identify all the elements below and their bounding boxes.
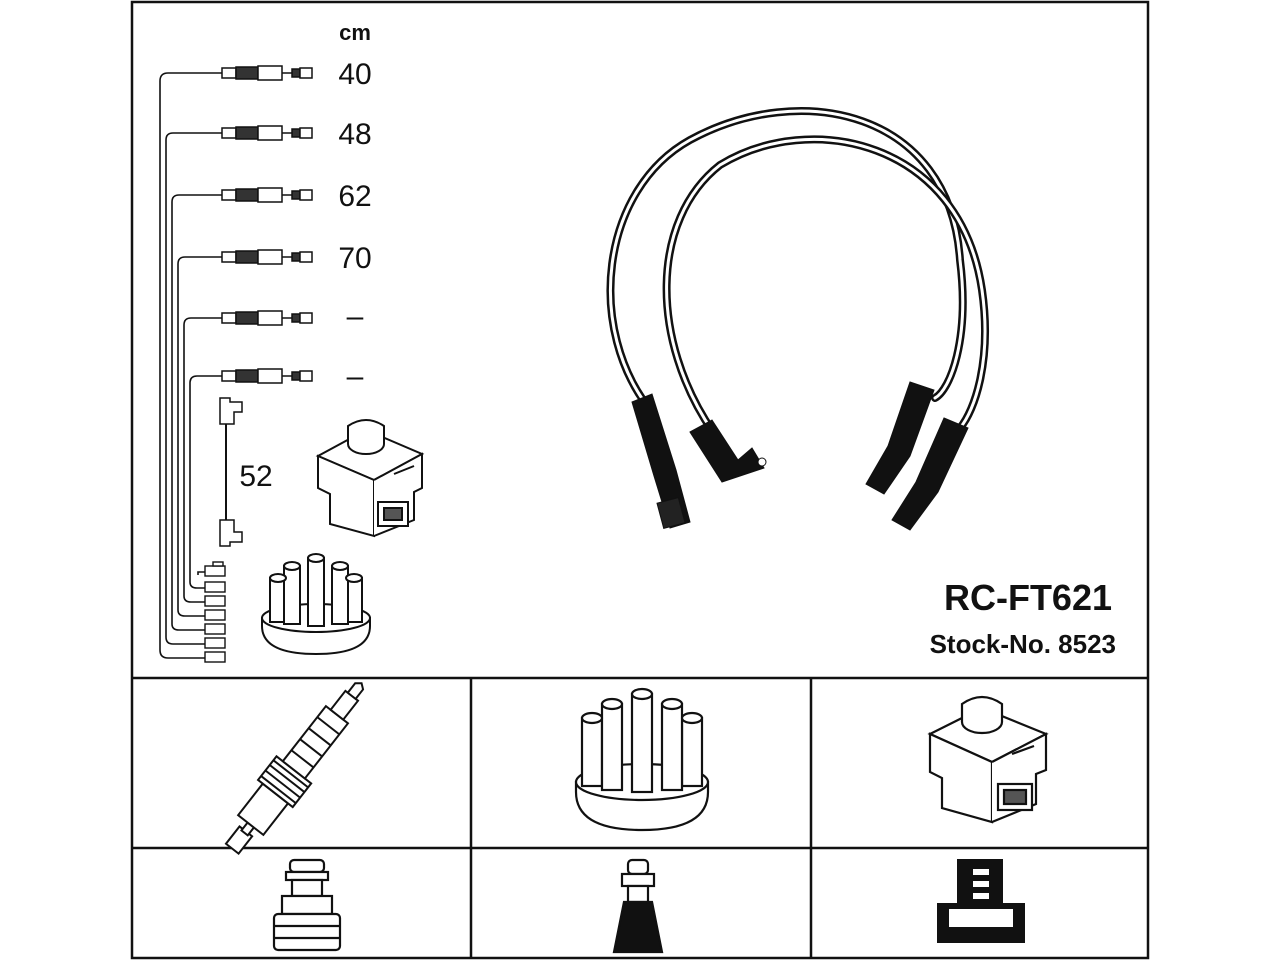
ignition-cable [665, 137, 987, 434]
cable-boot [865, 381, 935, 495]
lead-length-label: – [347, 300, 364, 333]
ignition-coil-icon [927, 695, 1049, 824]
plug-terminal-icon [272, 858, 342, 952]
spark-plug-icon [224, 682, 365, 856]
cable-boot [891, 417, 969, 531]
cable-boot-angled [689, 419, 767, 483]
coil-lead [219, 397, 243, 547]
cap-terminal-stubs [204, 561, 226, 663]
product-code: RC-FT621 [944, 577, 1112, 618]
unit-label: cm [339, 20, 371, 45]
lead-length-label: 62 [338, 180, 371, 213]
ignition-cable [608, 109, 965, 414]
lead-routing-lines [159, 72, 222, 659]
lead-length-label: – [347, 360, 364, 393]
cable-set-illustration [606, 107, 989, 531]
cable-boot [631, 393, 691, 530]
cap-terminal-icon [612, 858, 664, 954]
lead-connector [221, 125, 313, 141]
coil-lead-length-label: 52 [239, 460, 272, 493]
lead-connector [221, 187, 313, 203]
lead-length-label: 70 [338, 242, 371, 275]
lead-length-label: 48 [338, 118, 371, 151]
distributor-cap-icon [574, 687, 710, 832]
ignition-cable [606, 107, 967, 416]
lead-length-label: 40 [338, 58, 371, 91]
lead-length-labels: 40 48 62 70 – – [338, 58, 371, 393]
coil-terminal-icon [937, 859, 1025, 943]
diagram-frame [130, 0, 1150, 960]
lead-connectors [221, 65, 313, 384]
distributor-cap-icon [261, 553, 371, 656]
lead-connector [221, 249, 313, 265]
lead-connector [221, 65, 313, 81]
stock-number: Stock-No. 8523 [930, 629, 1116, 659]
wiring-schematic: cm [159, 20, 425, 663]
lead-connector [221, 368, 313, 384]
ignition-coil-icon [315, 419, 425, 538]
lead-connector [221, 310, 313, 326]
